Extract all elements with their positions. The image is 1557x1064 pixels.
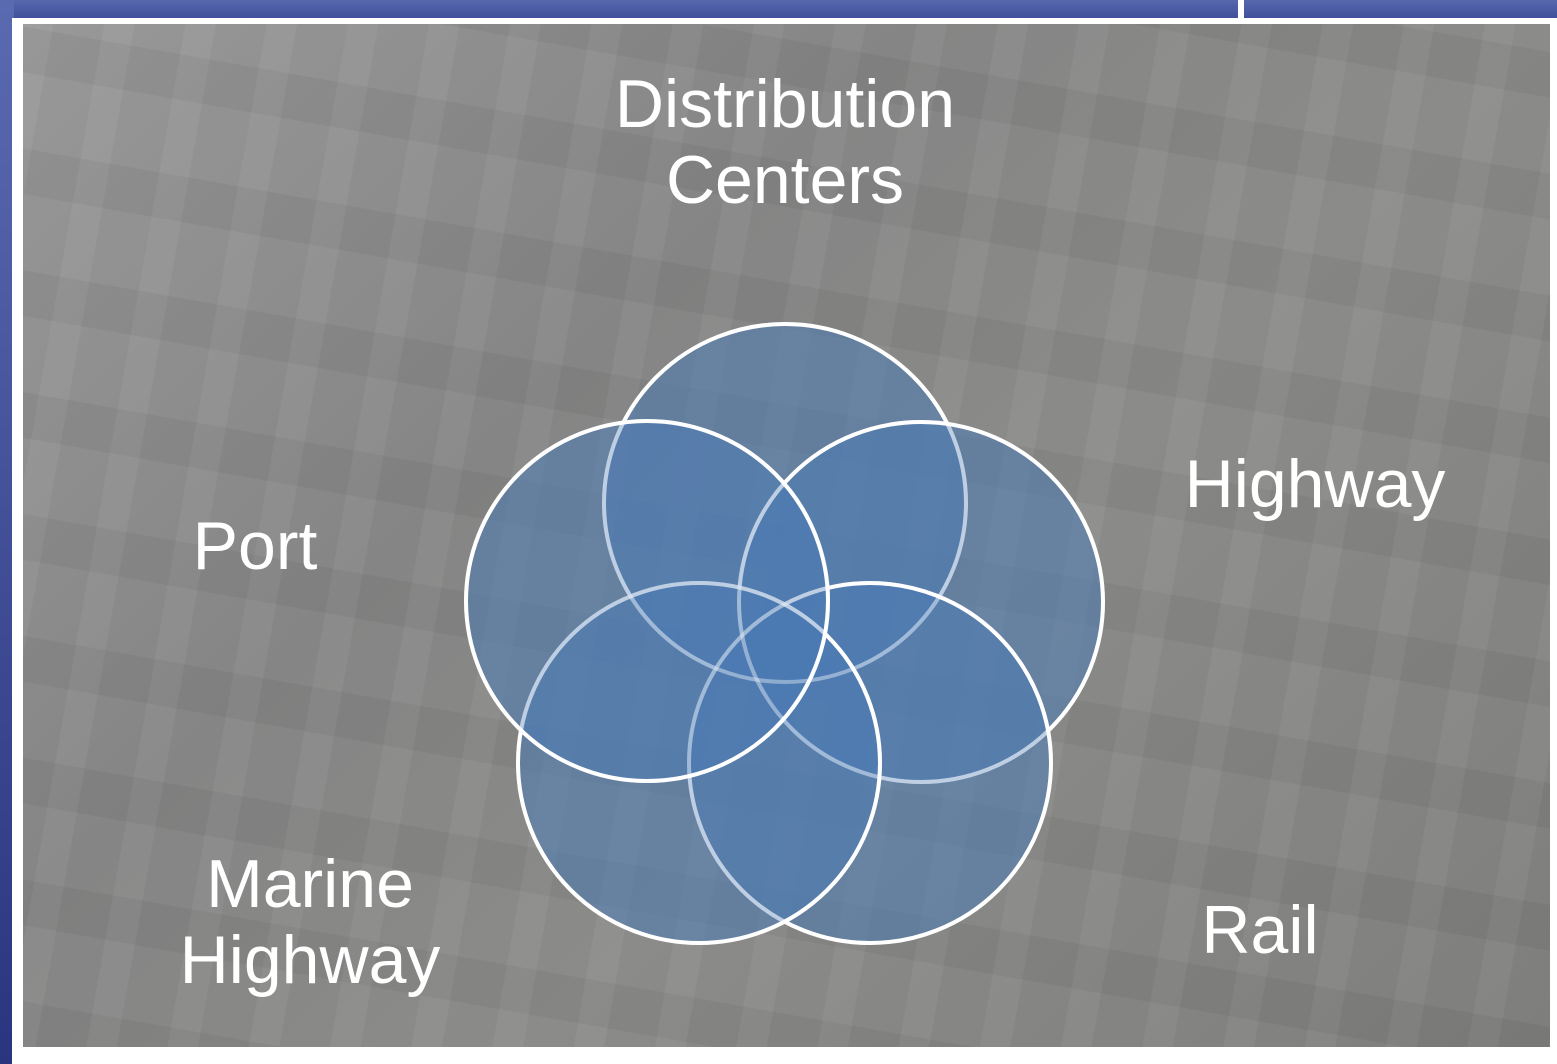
circle-distribution-centers-outline xyxy=(602,322,968,684)
circle-marine-highway-outline xyxy=(516,581,882,945)
circle-port xyxy=(464,419,830,783)
top-bar-divider xyxy=(1238,0,1244,22)
label-highway: Highway xyxy=(1184,446,1446,522)
left-accent-bar xyxy=(0,0,14,1064)
label-marine-line1: Marine xyxy=(206,846,414,922)
circle-port-outline xyxy=(464,419,830,783)
label-distribution-line1: Distribution xyxy=(614,66,956,142)
label-marine-line2: Highway xyxy=(179,922,441,998)
circle-highway-outline xyxy=(737,420,1105,784)
label-marine-highway: Marine Highway xyxy=(140,846,480,998)
top-title-bar xyxy=(0,0,1557,22)
label-port: Port xyxy=(192,508,318,584)
circle-rail-outline xyxy=(687,581,1053,945)
label-rail: Rail xyxy=(1201,892,1319,968)
label-distribution-centers: Distribution Centers xyxy=(560,66,1010,218)
label-distribution-line2: Centers xyxy=(665,142,905,218)
